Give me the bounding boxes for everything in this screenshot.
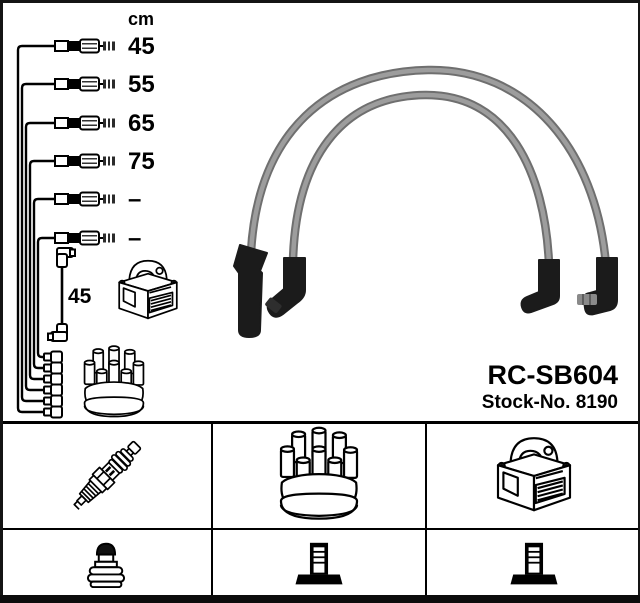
long-plug-boot (233, 244, 268, 338)
outer-cable (246, 65, 611, 270)
ignition-coil-drawing (118, 259, 178, 320)
bottom-border-bar (0, 595, 640, 603)
distributor-cap-drawing (83, 345, 145, 418)
wire-bundle (16, 44, 55, 414)
cell-coil-terminal-1 (213, 530, 427, 598)
wire-end-connectors (54, 38, 116, 246)
stock-number: Stock-No. 8190 (481, 392, 618, 414)
cell-coil-terminal-2 (427, 530, 640, 598)
elbow-boot-far-right (582, 257, 618, 316)
wire-length-schematic: cm 45 55 65 75 – – 45 (16, 9, 155, 419)
components-table (0, 421, 640, 598)
distributor-cap-icon (279, 426, 359, 520)
unit-label: cm (128, 9, 154, 29)
wire-length-value: 45 (128, 33, 155, 60)
cell-spark-plug (0, 424, 213, 530)
plug-terminal-nut-icon (86, 542, 125, 588)
distributor-end-stubs (43, 350, 63, 419)
elbow-boot-inner-right (520, 259, 560, 314)
ignition-coil-icon (496, 437, 571, 512)
wire-length-value: 75 (128, 148, 155, 175)
product-code: RC-SB604 (487, 360, 618, 390)
cell-ignition-coil (427, 424, 640, 530)
coil-wire-length-value: 45 (68, 285, 92, 308)
wire-length-value: 55 (128, 71, 155, 98)
terminal-tip-right (577, 294, 597, 305)
coil-wire-diagram (47, 247, 76, 342)
coil-tower-terminal-icon (295, 542, 343, 584)
cell-distributor-cap (213, 424, 427, 530)
inner-cable (288, 90, 554, 269)
terminal-tip-left (265, 297, 282, 314)
wire-length-value: – (128, 186, 141, 213)
wire-length-value: – (128, 225, 141, 252)
coil-tower-terminal-icon (510, 542, 557, 584)
product-code-block: RC-SB604 Stock-No. 8190 (482, 361, 618, 414)
spark-plug-icon (67, 436, 146, 515)
wire-length-value: 65 (128, 110, 155, 137)
cell-plug-terminal (0, 530, 213, 598)
